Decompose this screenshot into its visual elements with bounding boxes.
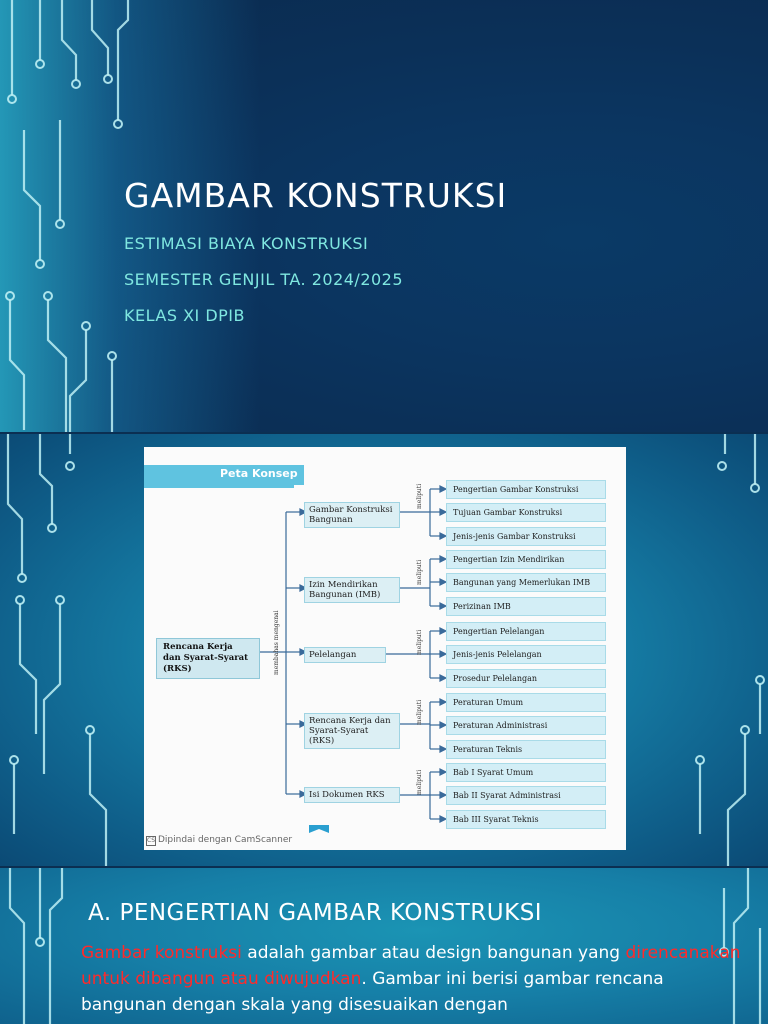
circuit-decoration	[6, 434, 765, 866]
subtitle-semester: SEMESTER GENJIL TA. 2024/2025	[124, 270, 404, 289]
concept-map-title: Peta Konsep	[220, 467, 298, 480]
circuit-decoration	[8, 868, 762, 1024]
branch-connector-label: meliputi	[416, 483, 423, 509]
branch-node: Rencana Kerja dan Syarat-Syarat (RKS)	[304, 713, 400, 749]
branch-connector-label: meliputi	[416, 699, 423, 725]
leaf-node: Perizinan IMB	[446, 597, 606, 616]
leaf-node: Prosedur Pelelangan	[446, 669, 606, 688]
leaf-node: Tujuan Gambar Konstruksi	[446, 503, 606, 522]
leaf-node: Peraturan Administrasi	[446, 716, 606, 735]
leaf-node: Bab II Syarat Administrasi	[446, 786, 606, 805]
subtitle-course: ESTIMASI BIAYA KONSTRUKSI	[124, 234, 369, 253]
leaf-node: Pengertian Pelelangan	[446, 622, 606, 641]
root-node: Rencana Kerja dan Syarat-Syarat (RKS)	[156, 638, 260, 679]
leaf-node: Pengertian Izin Mendirikan Bangunan	[446, 550, 606, 581]
root-connector-label: membahas mengenai	[273, 610, 280, 675]
leaf-node: Peraturan Teknis	[446, 740, 606, 759]
circuit-decoration	[5, 0, 130, 432]
subtitle-class: KELAS XI DPIB	[124, 306, 245, 325]
leaf-node: Jenis-jenis Pelelangan	[446, 645, 606, 664]
term-highlight: Gambar konstruksi	[81, 943, 242, 963]
phrase-highlight: direncanakan untuk dibangun atau diwujud…	[81, 943, 741, 989]
section-heading: A. PENGERTIAN GAMBAR KONSTRUKSI	[88, 900, 543, 926]
branch-connector-label: meliputi	[416, 629, 423, 655]
leaf-node: Peraturan Umum	[446, 693, 606, 712]
definition-slide	[0, 868, 768, 1024]
branch-node: Izin Mendirikan Bangunan (IMB)	[304, 577, 400, 603]
concept-map-connectors	[256, 485, 448, 833]
title-slide: GAMBAR KONSTRUKSI ESTIMASI BIAYA KONSTRU…	[0, 0, 768, 432]
slide-title: GAMBAR KONSTRUKSI	[124, 176, 508, 215]
branch-node: Gambar Konstruksi Bangunan	[304, 502, 400, 528]
leaf-node: Bab III Syarat Teknis	[446, 810, 606, 829]
leaf-node: Pengertian Gambar Konstruksi	[446, 480, 606, 499]
branch-node: Pelelangan	[304, 647, 386, 663]
branch-node: Isi Dokumen RKS	[304, 787, 400, 803]
leaf-node: Bab I Syarat Umum	[446, 763, 606, 782]
branch-connector-label: meliputi	[416, 769, 423, 795]
leaf-node: Jenis-jenis Gambar Konstruksi	[446, 527, 606, 546]
leaf-node: Bangunan yang Memerlukan IMB	[446, 573, 606, 592]
concept-map-image: Peta Konsep	[144, 447, 626, 850]
branch-connector-label: meliputi	[416, 559, 423, 585]
definition-paragraph: Gambar konstruksi adalah gambar atau des…	[81, 943, 741, 1015]
camscanner-icon: CS	[146, 836, 156, 846]
